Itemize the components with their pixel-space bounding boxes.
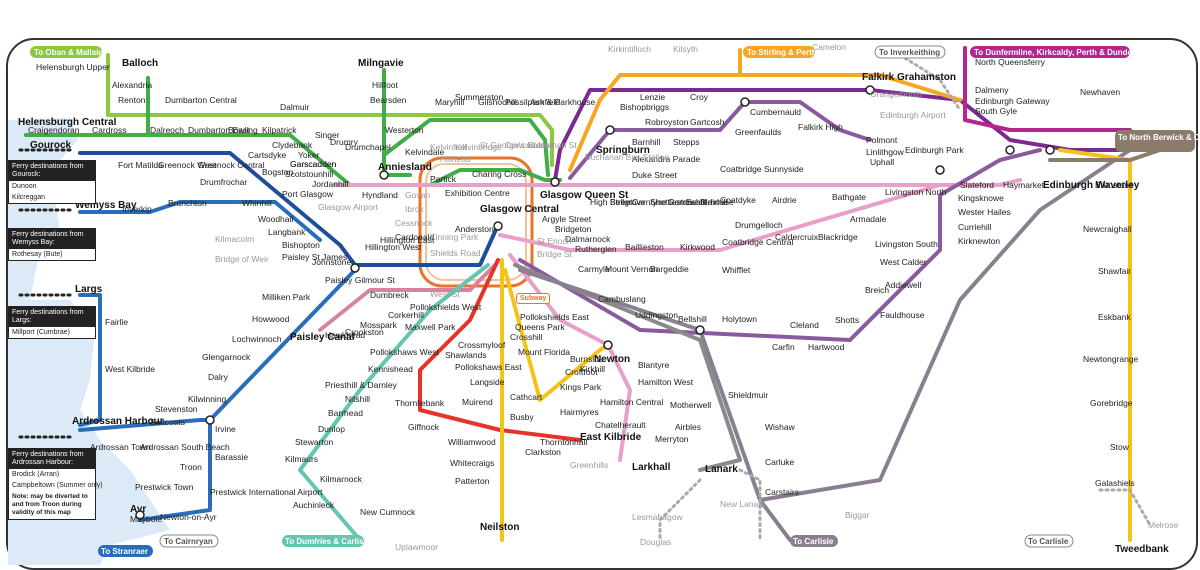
ferry-box-ardrossan: Ferry destinations from Ardrossan Harbou… xyxy=(8,448,103,520)
hub-glasgow-central[interactable]: Glasgow Central xyxy=(480,204,559,215)
hub-lanark[interactable]: Lanark xyxy=(705,464,738,475)
ferry-dest: Campbeltown (Summer only) xyxy=(12,482,103,489)
hub-larkhall[interactable]: Larkhall xyxy=(632,462,671,473)
line-wemyss-bay xyxy=(78,200,322,242)
svg-text:To Dumfries & Carlisle: To Dumfries & Carlisle xyxy=(285,537,371,546)
subway-badge: Subway xyxy=(516,293,551,304)
svg-text:To Carlisle: To Carlisle xyxy=(793,537,834,546)
ferry-dest: Brodick (Arran) xyxy=(12,471,60,478)
line-ayrshire xyxy=(138,268,357,522)
dest-stranraer[interactable]: To Stranraer xyxy=(98,545,153,557)
line-west-highland xyxy=(106,53,554,167)
hub-neilston[interactable]: Neilston xyxy=(480,522,519,533)
svg-text:To Stirling & Perth: To Stirling & Perth xyxy=(747,48,817,57)
line-largs xyxy=(78,293,102,427)
line-fife xyxy=(963,46,1132,132)
svg-text:To Cairnryan: To Cairnryan xyxy=(164,537,213,546)
dest-stirling[interactable]: To Stirling & Perth xyxy=(743,46,817,58)
bus-biggar xyxy=(658,478,702,542)
ferry-dest: Dunoon xyxy=(12,183,37,190)
svg-text:To North Berwick & Dunbar: To North Berwick & Dunbar xyxy=(1118,133,1200,142)
line-rutherglen xyxy=(498,183,942,252)
line-cathcart xyxy=(418,258,582,442)
hub-wemyss[interactable]: Wemyss Bay xyxy=(75,200,137,211)
line-inverclyde xyxy=(78,151,500,267)
dest-carlisle-borders[interactable]: To Carlisle xyxy=(1024,534,1074,548)
svg-text:To Dunfermline, Kirkcaldy, Per: To Dunfermline, Kirkcaldy, Perth & Dunde… xyxy=(974,48,1137,57)
line-cumbernauld xyxy=(568,100,872,180)
hub-edinburgh[interactable]: Edinburgh Waverley xyxy=(1043,180,1140,191)
ferry-dest: Rothesay (Bute) xyxy=(12,251,63,258)
hub-milngavie[interactable]: Milngavie xyxy=(358,58,404,69)
dest-dumfries[interactable]: To Dumfries & Carlisle xyxy=(282,535,371,547)
hub-newton[interactable]: Newton xyxy=(594,354,630,365)
dest-inverkeithing[interactable]: To Inverkeithing xyxy=(874,45,946,59)
line-wcml-edin xyxy=(758,148,1132,502)
dest-carlisle-wcml[interactable]: To Carlisle xyxy=(790,535,838,547)
svg-text:To Carlisle: To Carlisle xyxy=(1028,537,1069,546)
line-lanark xyxy=(513,263,742,472)
svg-text:To Oban & Mallaig: To Oban & Mallaig xyxy=(34,48,103,57)
hub-east-kilbride[interactable]: East Kilbride xyxy=(580,432,642,443)
ferry-dest: Millport (Cumbrae) xyxy=(12,329,70,336)
svg-text:To Stranraer: To Stranraer xyxy=(101,547,148,556)
bus-melrose xyxy=(1098,488,1152,527)
hub-queen-st[interactable]: Glasgow Queen St xyxy=(540,190,629,201)
line-maryhill xyxy=(382,118,550,177)
line-paisley-canal xyxy=(318,263,497,332)
line-e-g-falkirk xyxy=(553,88,1132,182)
dest-dunfermline[interactable]: To Dunfermline, Kirkcaldy, Perth & Dunde… xyxy=(970,46,1137,58)
dest-cairnryan[interactable]: To Cairnryan xyxy=(159,534,219,548)
hub-ardrossan[interactable]: Ardrossan Harbour xyxy=(72,416,164,427)
line-stirling xyxy=(568,48,742,172)
hub-helensburgh[interactable]: Helensburgh Central xyxy=(18,117,117,128)
hub-falkirk[interactable]: Falkirk Grahamston xyxy=(862,72,956,83)
hub-gourock[interactable]: Gourock xyxy=(30,140,72,151)
line-milngavie xyxy=(382,68,412,177)
hub-ayr[interactable]: Ayr xyxy=(130,504,146,515)
line-wcml xyxy=(518,268,792,542)
ferry-box-gourock: Ferry destinations from Gourock: Dunoon … xyxy=(8,160,96,204)
dest-oban[interactable]: To Oban & Mallaig xyxy=(30,46,103,58)
hub-tweedbank[interactable]: Tweedbank xyxy=(1115,544,1169,555)
hub-springburn[interactable]: Springburn xyxy=(596,145,650,156)
line-north-clyde xyxy=(24,133,562,187)
hub-paisley-canal[interactable]: Paisley Canal xyxy=(290,332,355,343)
hub-anniesland[interactable]: Anniesland xyxy=(378,162,432,173)
svg-text:To Inverkeithing: To Inverkeithing xyxy=(879,48,940,57)
line-kilmarnock xyxy=(298,263,490,542)
subway-inner xyxy=(425,163,527,281)
ferry-box-largs: Ferry destinations from Largs: Millport … xyxy=(8,306,96,339)
bus-carstairs xyxy=(738,468,762,542)
dest-north-berwick[interactable]: To North Berwick & Dunbar xyxy=(1115,130,1200,152)
bus-links xyxy=(898,53,962,112)
line-north-berwick xyxy=(1048,148,1162,162)
ferry-note: Note: may be diverted to and from Troon … xyxy=(12,493,88,516)
hub-balloch[interactable]: Balloch xyxy=(122,58,158,69)
line-stirling-edin xyxy=(738,73,962,102)
ferry-dest: Kilcreggan xyxy=(12,194,46,201)
hub-largs[interactable]: Largs xyxy=(75,284,103,295)
interchange-markers xyxy=(135,85,1055,520)
ferry-box-wemyss: Ferry destinations from Wemyss Bay: Roth… xyxy=(8,228,96,261)
line-shotts xyxy=(518,148,1042,342)
line-borders xyxy=(1058,148,1132,542)
